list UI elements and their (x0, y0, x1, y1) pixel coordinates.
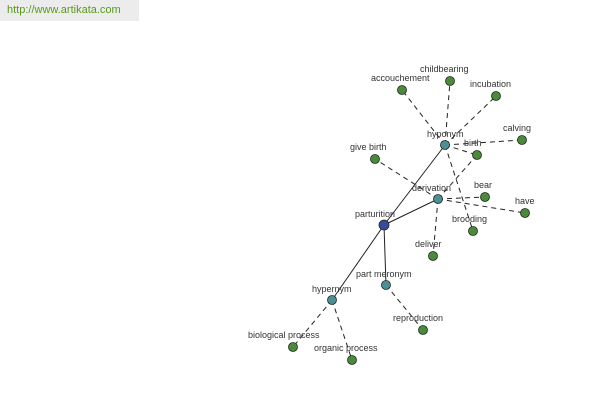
node-organic-process[interactable]: organic process (314, 343, 378, 365)
node-calving[interactable]: calving (503, 123, 531, 145)
url-bar: http://www.artikata.com (0, 0, 139, 21)
node-dot-calving[interactable] (517, 135, 527, 145)
node-part-meronym[interactable]: part meronym (356, 269, 412, 290)
edge-derivation-birth (437, 154, 478, 200)
node-dot-part-meronym[interactable] (381, 280, 391, 290)
edge-hypernym-organic-process (331, 299, 353, 361)
node-dot-childbearing[interactable] (445, 76, 455, 86)
node-label-organic-process: organic process (314, 343, 378, 353)
node-dot-accouchement[interactable] (397, 85, 407, 95)
node-label-hypernym: hypernym (312, 284, 352, 294)
node-label-derivation: derivation (412, 183, 451, 193)
node-label-incubation: incubation (470, 79, 511, 89)
edge-parturition-derivation (383, 198, 439, 226)
node-dot-biological-process[interactable] (288, 342, 298, 352)
node-give-birth[interactable]: give birth (350, 142, 387, 164)
edge-hyponym-birth (444, 144, 478, 156)
edge-parturition-hypernym (331, 224, 385, 301)
node-biological-process[interactable]: biological process (248, 330, 320, 352)
node-label-biological-process: biological process (248, 330, 320, 340)
node-dot-birth[interactable] (472, 150, 482, 160)
edge-hyponym-calving (444, 139, 523, 146)
nodes-layer: parturition hyponym derivation part meronym… (248, 64, 535, 365)
edge-hyponym-accouchement (401, 89, 446, 146)
node-hypernym[interactable]: hypernym (312, 284, 352, 305)
node-label-have: have (515, 196, 535, 206)
node-label-deliver: deliver (415, 239, 442, 249)
edge-hyponym-incubation (444, 95, 497, 146)
edge-derivation-bear (437, 196, 486, 200)
node-label-calving: calving (503, 123, 531, 133)
node-derivation[interactable]: derivation (412, 183, 451, 204)
node-label-accouchement: accouchement (371, 73, 430, 83)
node-dot-bear[interactable] (480, 192, 490, 202)
node-label-brooding: brooding (452, 214, 487, 224)
node-dot-brooding[interactable] (468, 226, 478, 236)
edge-parturition-part-meronym (383, 224, 387, 286)
node-dot-hyponym[interactable] (440, 140, 450, 150)
edge-part-meronym-reproduction (385, 284, 424, 331)
node-childbearing[interactable]: childbearing (420, 64, 469, 86)
node-dot-hypernym[interactable] (327, 295, 337, 305)
node-label-hyponym: hyponym (427, 129, 464, 139)
node-label-childbearing: childbearing (420, 64, 469, 74)
node-label-birth: birth (464, 138, 482, 148)
node-bear[interactable]: bear (474, 180, 492, 202)
node-label-part-meronym: part meronym (356, 269, 412, 279)
node-parturition[interactable]: parturition (355, 209, 395, 231)
node-label-parturition: parturition (355, 209, 395, 219)
node-hyponym[interactable]: hyponym (427, 129, 464, 150)
node-dot-reproduction[interactable] (418, 325, 428, 335)
node-dot-have[interactable] (520, 208, 530, 218)
edge-parturition-hyponym (383, 144, 446, 226)
edge-hyponym-brooding (444, 144, 474, 232)
edge-derivation-have (437, 198, 526, 214)
node-deliver[interactable]: deliver (415, 239, 442, 261)
node-brooding[interactable]: brooding (452, 214, 487, 236)
node-dot-incubation[interactable] (491, 91, 501, 101)
edge-hypernym-biological-process (292, 299, 333, 348)
edge-hyponym-childbearing (444, 80, 451, 146)
node-label-give-birth: give birth (350, 142, 387, 152)
node-have[interactable]: have (515, 196, 535, 218)
node-label-bear: bear (474, 180, 492, 190)
node-dot-give-birth[interactable] (370, 154, 380, 164)
node-dot-deliver[interactable] (428, 251, 438, 261)
edge-derivation-give-birth (374, 158, 439, 200)
source-url-link[interactable]: http://www.artikata.com (7, 4, 121, 16)
node-label-reproduction: reproduction (393, 313, 443, 323)
node-dot-parturition[interactable] (378, 219, 390, 231)
node-reproduction[interactable]: reproduction (393, 313, 443, 335)
node-dot-derivation[interactable] (433, 194, 443, 204)
node-dot-organic-process[interactable] (347, 355, 357, 365)
node-accouchement[interactable]: accouchement (371, 73, 430, 95)
edges-layer (292, 80, 526, 361)
node-birth[interactable]: birth (464, 138, 482, 160)
node-incubation[interactable]: incubation (470, 79, 511, 101)
edge-derivation-deliver (432, 198, 439, 257)
